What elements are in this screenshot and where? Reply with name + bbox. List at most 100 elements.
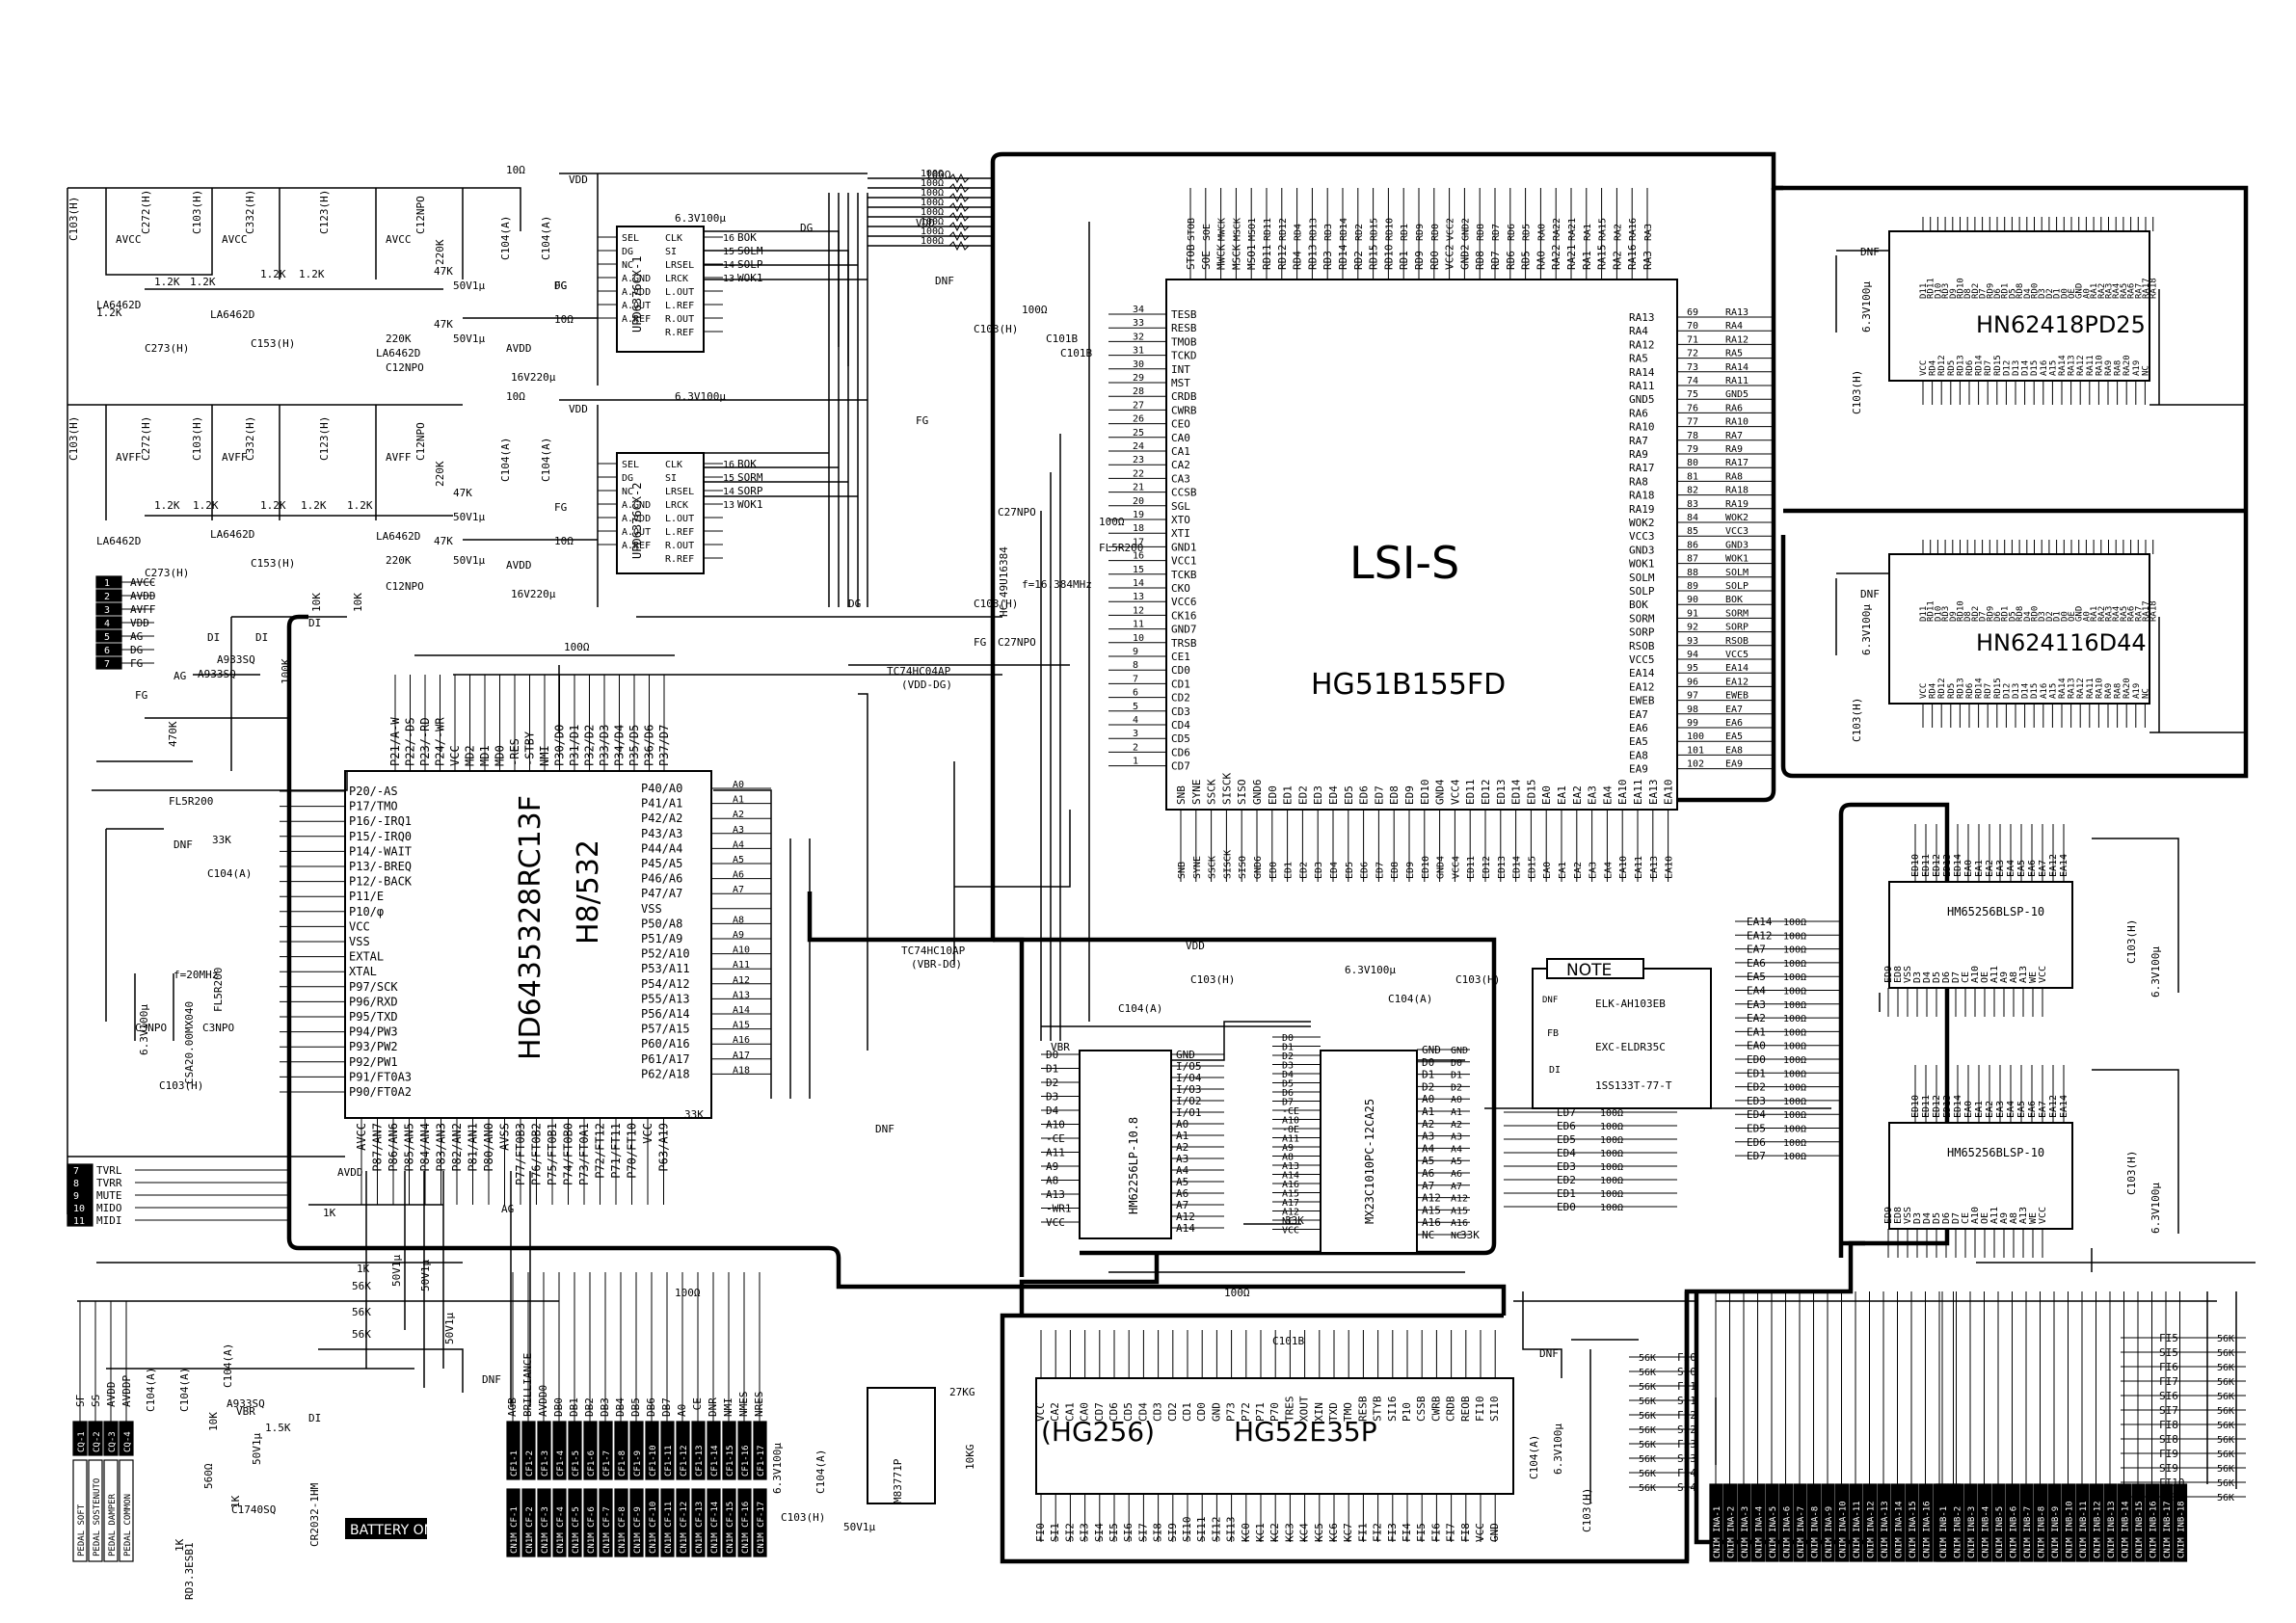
rom2-top-label: RD10 [1957,600,1966,622]
pedal-ref-label: CQ-3 [108,1431,118,1452]
c153-bot: C153(H) [251,557,295,570]
c12npo-bot2: C12NPO [386,580,424,593]
lsi-right-net: GND5 [1725,389,1749,400]
rom2-bottom-label: A16 [2040,683,2049,699]
ram1-top-label: EA7 [2038,860,2048,877]
lsi-bottom-label: EA1 [1556,785,1568,805]
cpu-right-net: A7 [733,885,744,895]
cf-upper-label: CF1-14 [710,1445,720,1477]
dac1-right-label: R.REF [665,328,694,338]
lsi-right-net: RA14 [1725,362,1749,373]
e50-ped1: 50V1µ [390,1255,403,1287]
ina-label: CNIM INA-16 [1923,1501,1933,1558]
ram1-top-label: EA5 [2016,860,2027,877]
si-res: 56K [1639,1397,1656,1407]
r47k-4: 47K [434,535,453,547]
r33k-mask: 33K [1460,1229,1480,1241]
ram-edge-res: 100Ω [1783,1083,1806,1094]
hg-top-label: CD4 [1136,1402,1149,1422]
lsi-right-pin: 77 [1687,417,1698,428]
e63-hg: 6.3V100µ [1552,1423,1564,1475]
lsi-left-label: CD7 [1171,760,1190,773]
mask-right-net: A15 [1451,1206,1468,1216]
fb-cpu: FL5R200 [212,968,225,1012]
rom2-top-label: D0 [2060,611,2069,622]
lsi-top-net: MSO1 [1247,218,1258,241]
cpu-right-net: A1 [733,795,744,806]
cpu-left-label: P97/SCK [349,980,398,994]
lsi-left-label: SGL [1171,500,1190,513]
left-conn-num: 2 [104,592,110,602]
cf-lower-pin [645,1488,659,1557]
cf-upper-label: CF1-4 [556,1450,566,1477]
hg-bottom-label: VCC [1474,1523,1486,1542]
midi-num: 10 [73,1204,85,1214]
lsi-left-label: CCSB [1171,487,1197,499]
cpu-right-label: P44/A4 [641,841,682,855]
dac1-signal-label: SOLP [737,258,763,271]
rom1-top-label: D3 [2038,288,2047,299]
si-res: 56K [1639,1440,1656,1450]
rom1-top-label: RA18 [2149,278,2159,299]
cpu-left-label: P95/TXD [349,1010,398,1024]
cpu-top-label: P36/D6 [643,725,656,766]
cpu-left-label: P12/-BACK [349,875,413,889]
resistor-label: 100Ω [921,169,944,179]
rom2-top-label: RD0 [2031,606,2041,622]
cpu-left-label: P92/PW1 [349,1055,398,1069]
r47k-2: 47K [434,318,453,331]
lsi-right-label: RSOB [1629,640,1655,652]
lsi-right-label: SOLM [1629,572,1655,584]
lsi-right-pin: 73 [1687,362,1698,373]
ram2-top-label: EA12 [2048,1095,2059,1118]
cpu-right-label: P47/A7 [641,887,682,900]
cf-lower-pin [506,1488,521,1557]
rom2-top-label: RA7 [2134,606,2144,622]
rom1-top-label: RA6 [2127,283,2137,299]
rom2-bottom-label: A19 [2132,683,2142,699]
lsi-top-net: RD10 [1384,218,1395,241]
lsi-right-pin: 80 [1687,458,1698,468]
rom2-pins: D11RD11D10RD3D9RD10D8RD2D7RD9D6RD1D5RD8D… [1919,540,2159,728]
lsi-top-net: RD6 [1507,224,1517,241]
lsi-right-pin: 69 [1687,307,1698,318]
resistor-label: 100Ω [921,226,944,237]
dac-pins: SELDGNCA.GNDA.VDDA.OUTA.REFCLKSILRSELLRC… [598,231,763,565]
dac2-pin-num: 14 [723,487,734,497]
mask-rom-chip [1320,1050,1418,1254]
rom1-top-label: RA5 [2120,283,2129,299]
cpu-right-net: A14 [733,1005,750,1016]
lsi-bottom-label: ED4 [1327,785,1340,805]
rom1-bottom-label: A19 [2132,360,2142,376]
rom2-top-label: OE [2068,611,2077,622]
ram1-bottom-label: A13 [2018,966,2029,983]
ed-bus-res: 100Ω [1600,1176,1623,1186]
sram-right-label: A0 [1176,1118,1188,1131]
r33k-mask2: 33K [1285,1214,1304,1227]
rom2-bottom-label: RD7 [1984,683,1993,699]
cf-header-label: DB3 [599,1397,611,1417]
lsi-top-net: RA2 [1613,224,1623,241]
ram-edge-res: 100Ω [1783,1097,1806,1107]
left-conn-num: 3 [104,605,110,616]
lsi-bottom-label: EA2 [1571,785,1584,805]
dac2-signal-label: SORP [737,485,763,497]
cpu-right-label: P53/A11 [641,962,690,975]
lsi-top-net: RD5 [1522,224,1533,241]
lsi-left-pin: 16 [1133,551,1144,562]
lsi-bottom-net: ED7 [1375,862,1385,879]
lsi-right-label: RA17 [1629,462,1655,474]
lsi-right-label: GND3 [1629,544,1655,556]
cpu-top-label: P33/D3 [598,725,611,766]
rom2-top-label: RA18 [2149,600,2159,622]
ina-label: CNIM INA-6 [1783,1506,1793,1558]
lsi-right-label: VCC3 [1629,530,1655,543]
lsi-right-net: BOK [1725,595,1743,605]
vbr-label-1: VBR [1051,1041,1070,1053]
hg256-name: (HG256) [1041,1416,1155,1448]
diode-ped: DI [308,1412,321,1424]
sram-left-label: -CE [1046,1132,1065,1145]
lsi-top-label: RA22 [1550,245,1562,271]
r15k-label: 1.5K [265,1422,291,1434]
lsi-right-net: EWEB [1725,691,1749,702]
